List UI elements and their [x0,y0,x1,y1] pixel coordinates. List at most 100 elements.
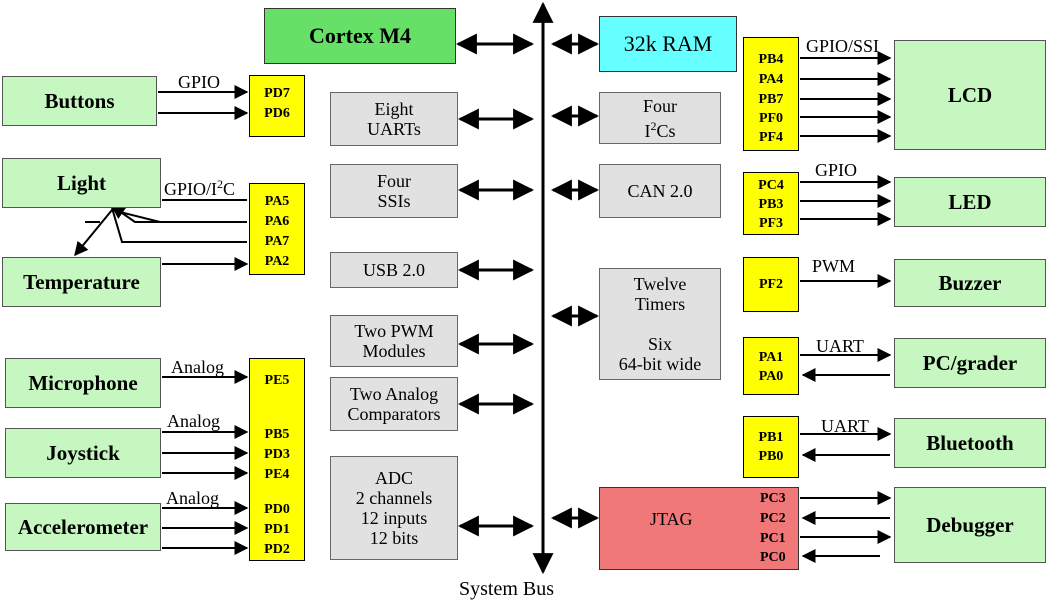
wire-light-sda [110,205,247,223]
led-device: LED [894,177,1046,227]
pin-pa7: PA7 [264,234,290,249]
pin-pd1: PD1 [264,522,290,537]
microphone-device: Microphone [5,358,161,408]
buttons-label: Buttons [44,89,115,113]
pwm-block: Two PWM Modules [330,315,458,367]
joystick-label: Joystick [46,441,120,465]
uarts-line2: UARTs [367,119,421,139]
jtag-pin-pc2: PC2 [760,511,786,526]
usb-label: USB 2.0 [362,260,425,280]
cortex-m4-block: Cortex M4 [264,8,456,64]
ssis-block: Four SSIs [330,164,458,218]
pin-pb7: PB7 [758,92,784,107]
port-lcd: PB4 PA4 PB7 PF0 PF4 [743,37,799,151]
pin-pd0: PD0 [264,502,290,517]
i2c-line2: I2Cs [644,118,676,141]
lcd-device: LCD [894,40,1046,150]
timers-block: Twelve Timers Six 64-bit wide [599,268,721,380]
timers-line3: Six [647,334,672,354]
adc-line4: 12 bits [369,528,419,548]
pc-grader-device: PC/grader [894,338,1046,388]
pin-pb0: PB0 [758,449,784,464]
pin-pe5: PE5 [264,373,290,388]
pin-pb1: PB1 [758,430,784,445]
buzzer-label: Buzzer [938,271,1002,295]
adc-line1: ADC [374,468,413,488]
comparators-line1: Two Analog [349,384,439,404]
pin-pf3: PF3 [758,216,784,231]
timers-line1: Twelve [633,274,687,294]
port-led: PC4 PB3 PF3 [743,172,799,235]
can-block: CAN 2.0 [599,164,721,218]
buzzer-device: Buzzer [894,259,1046,307]
light-device: Light [2,158,161,208]
pin-pa0: PA0 [758,369,784,384]
signal-gpio-i2c: GPIO/I2C [164,177,236,199]
bluetooth-label: Bluetooth [926,431,1014,455]
joystick-device: Joystick [5,428,161,478]
temperature-device: Temperature [2,257,161,307]
pin-pa6: PA6 [264,214,290,229]
port-analog: PE5 PB5 PD3 PE4 PD0 PD1 PD2 [249,358,305,561]
lcd-label: LCD [947,83,993,107]
i2c-block: Four I2Cs [599,92,721,144]
pc-grader-label: PC/grader [922,351,1018,375]
signal-uart-bt: UART [821,416,869,436]
jtag-pin-pc3: PC3 [760,491,786,506]
port-uart-bt: PB1 PB0 [743,416,799,478]
signal-gpio-led: GPIO [815,160,858,180]
bluetooth-device: Bluetooth [894,418,1046,468]
pin-pa5: PA5 [264,194,290,209]
wire-temp-a [74,209,113,257]
i2c-line1: Four [642,95,677,116]
signal-analog-mic: Analog [171,357,224,377]
pin-pd3: PD3 [264,447,290,462]
signal-analog-acc: Analog [166,488,219,508]
adc-line2: 2 channels [355,488,433,508]
adc-line3: 12 inputs [360,508,428,528]
comparators-block: Two Analog Comparators [330,377,458,431]
usb-block: USB 2.0 [330,252,458,288]
comparators-line2: Comparators [347,404,441,424]
jtag-block [599,487,799,570]
wire-light-scl [111,207,247,243]
wire-light-fb [111,209,161,223]
can-label: CAN 2.0 [627,181,693,201]
accelerometer-label: Accelerometer [17,515,149,539]
signal-gpio-buttons: GPIO [178,72,221,92]
pin-pc4: PC4 [758,178,784,193]
ram-block: 32k RAM [599,16,737,72]
pin-pe4: PE4 [264,467,290,482]
pwm-line1: Two PWM [354,321,434,341]
signal-uart-pc: UART [816,336,864,356]
led-label: LED [948,190,992,214]
jtag-pin-pc1: PC1 [760,531,786,546]
system-bus-label: System Bus [459,578,555,600]
jtag-pin-pc0: PC0 [760,550,786,565]
pin-pd6: PD6 [264,106,290,121]
pin-pd7: PD7 [264,86,290,101]
signal-gpio-ssi: GPIO/SSI [806,36,880,56]
pin-pf4: PF4 [758,130,784,145]
pin-pb4: PB4 [758,52,784,67]
port-uart-pc: PA1 PA0 [743,337,799,395]
pin-pb5: PB5 [264,427,290,442]
jtag-label: JTAG [650,509,693,529]
accelerometer-device: Accelerometer [5,503,161,551]
timers-line2: Timers [634,294,686,314]
adc-block: ADC 2 channels 12 inputs 12 bits [330,456,458,560]
microphone-label: Microphone [28,371,138,395]
timers-line4: 64-bit wide [618,354,702,374]
light-label: Light [56,171,106,195]
pin-pa4: PA4 [758,72,784,87]
ssis-line1: Four [376,171,411,191]
pin-pb3: PB3 [758,197,784,212]
pin-pd2: PD2 [264,542,290,557]
uarts-line1: Eight [374,99,414,119]
buttons-device: Buttons [2,76,157,126]
port-buzzer: PF2 [743,257,799,312]
debugger-label: Debugger [926,513,1014,537]
port-buttons: PD7 PD6 [249,75,305,137]
ram-label: 32k RAM [623,31,713,56]
